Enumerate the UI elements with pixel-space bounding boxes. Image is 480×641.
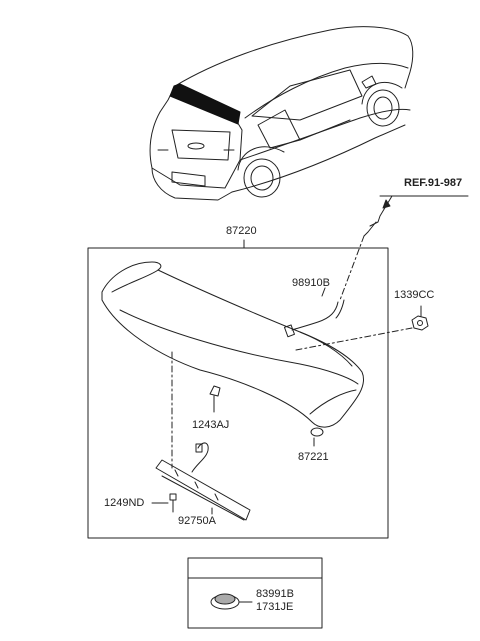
label-87220[interactable]: 87220 — [226, 225, 257, 237]
label-1249nd[interactable]: 1249ND — [104, 497, 145, 509]
label-98910b[interactable]: 98910B — [292, 277, 330, 289]
label-1731je[interactable]: 1731JE — [256, 601, 294, 613]
spoiler-drawing — [101, 261, 364, 428]
vehicle-illustration — [149, 26, 414, 201]
label-87221[interactable]: 87221 — [298, 451, 329, 463]
label-92750a[interactable]: 92750A — [178, 515, 216, 527]
label-1243aj[interactable]: 1243AJ — [192, 419, 230, 431]
label-ref[interactable]: REF.91-987 — [404, 177, 463, 189]
stop-lamp-drawing — [155, 442, 251, 521]
spoiler-highlight — [169, 83, 241, 125]
assembly-box — [87, 247, 389, 539]
plug-drawing — [210, 593, 253, 610]
plug-box — [187, 557, 323, 629]
label-83991b[interactable]: 83991B — [256, 588, 294, 600]
label-1339cc[interactable]: 1339CC — [394, 289, 435, 301]
